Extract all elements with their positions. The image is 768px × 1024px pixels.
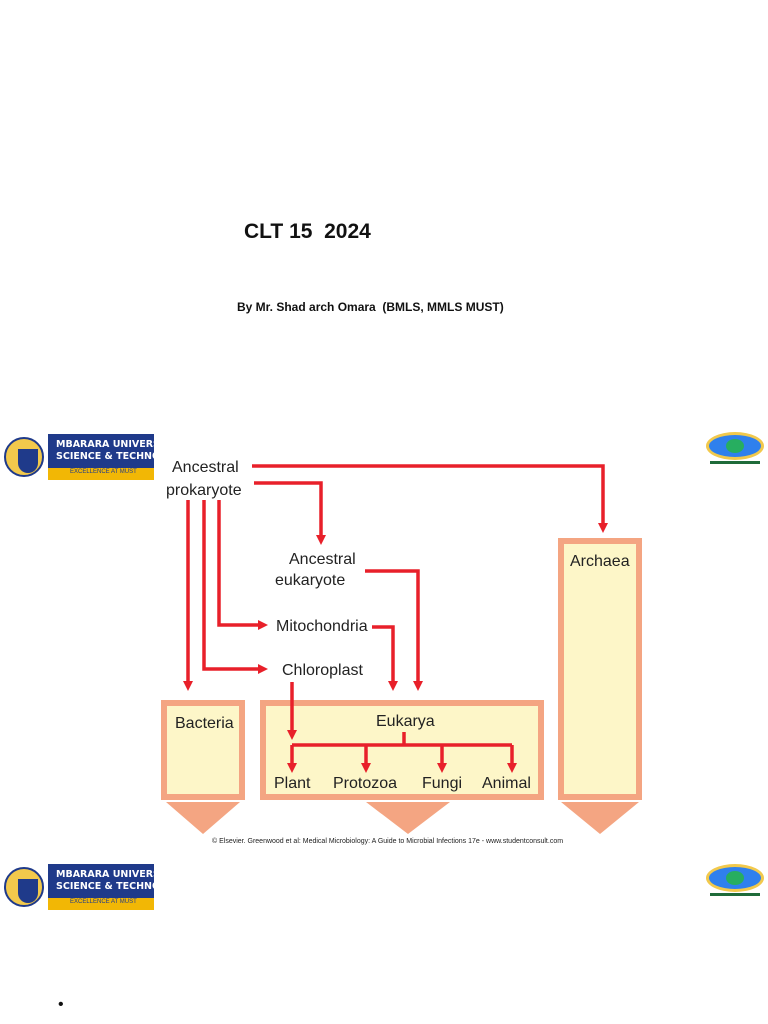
eukarya-box xyxy=(260,700,544,800)
label-ancestral-prokaryote-line1: Ancestral xyxy=(172,459,239,476)
archaea-down-arrow xyxy=(561,802,639,834)
arrow-mitochondria-to-eukarya xyxy=(372,625,398,691)
label-bacteria: Bacteria xyxy=(175,715,234,732)
seal-logo-icon xyxy=(704,862,766,902)
label-ancestral-prokaryote-line2: prokaryote xyxy=(166,482,242,499)
archaea-box xyxy=(558,538,642,800)
arrow-prokaryote-to-ancestral-eukaryote xyxy=(254,481,326,545)
label-chloroplast: Chloroplast xyxy=(282,662,363,679)
university-name: MBARARA UNIVERSITY OF SCIENCE & TECHNOLO… xyxy=(56,869,154,892)
label-ancestral-eukaryote-line1: Ancestral xyxy=(289,551,356,568)
university-logo-banner: MBARARA UNIVERSITY OF SCIENCE & TECHNOLO… xyxy=(0,434,154,480)
slide-author: By Mr. Shad arch Omara (BMLS, MMLS MUST) xyxy=(237,300,504,314)
arrow-ancestral-eukaryote-to-eukarya xyxy=(365,569,423,691)
eukarya-down-arrow xyxy=(366,802,450,834)
seal-logo-icon xyxy=(704,430,766,470)
label-protozoa: Protozoa xyxy=(333,775,397,792)
university-logo-banner-bottom: MBARARA UNIVERSITY OF SCIENCE & TECHNOLO… xyxy=(0,864,154,910)
label-fungi: Fungi xyxy=(422,775,462,792)
university-motto: EXCELLENCE AT MUST xyxy=(70,899,137,905)
bullet-point: • xyxy=(58,996,64,1013)
university-name: MBARARA UNIVERSITY OF SCIENCE & TECHNOLO… xyxy=(56,439,154,462)
arrow-prokaryote-to-chloroplast xyxy=(202,500,268,674)
label-archaea: Archaea xyxy=(570,553,630,570)
label-mitochondria: Mitochondria xyxy=(276,618,368,635)
label-plant: Plant xyxy=(274,775,311,792)
label-ancestral-eukaryote-line2: eukaryote xyxy=(275,572,345,589)
university-crest-icon xyxy=(4,437,44,477)
arrow-prokaryote-to-archaea xyxy=(252,464,608,533)
arrow-prokaryote-to-mitochondria xyxy=(217,500,268,630)
university-motto: EXCELLENCE AT MUST xyxy=(70,469,137,475)
slide-title: CLT 15 2024 xyxy=(244,220,371,243)
figure-caption: © Elsevier. Greenwood et al: Medical Mic… xyxy=(212,838,564,845)
university-crest-icon xyxy=(4,867,44,907)
bacteria-box xyxy=(161,700,245,800)
label-eukarya: Eukarya xyxy=(376,713,435,730)
bacteria-down-arrow xyxy=(166,802,240,834)
arrow-eukarya-branch xyxy=(292,732,512,747)
label-animal: Animal xyxy=(482,775,531,792)
